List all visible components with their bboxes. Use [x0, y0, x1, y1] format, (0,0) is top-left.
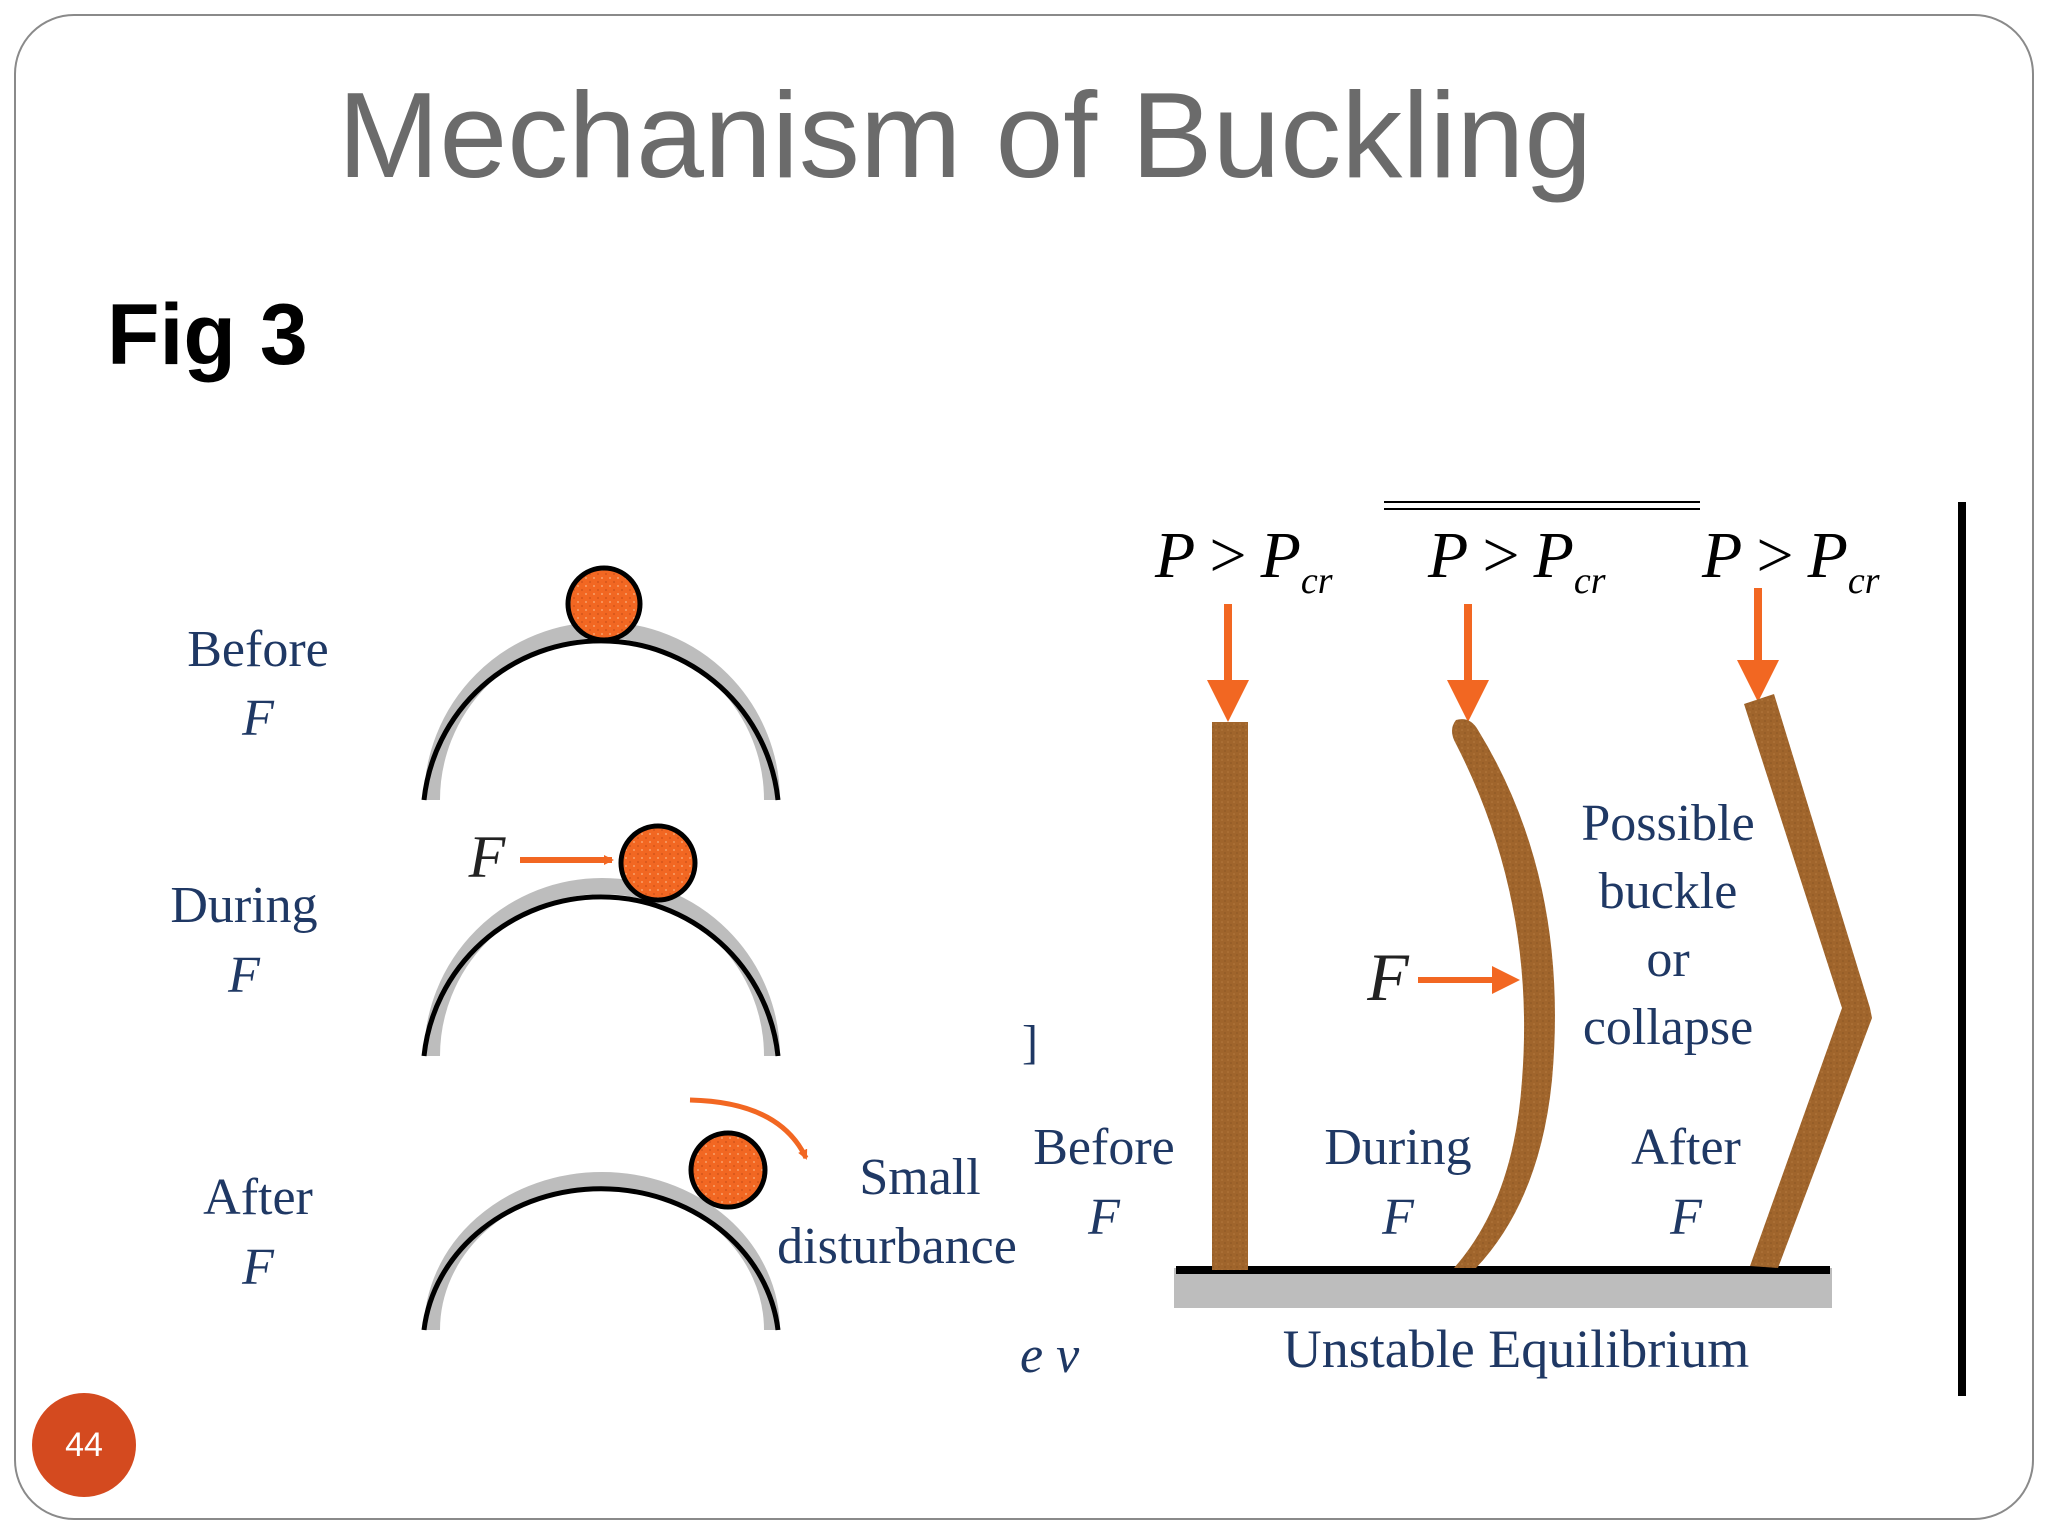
- right-stage-after: After: [1631, 1119, 1741, 1176]
- right-panel: P>Pcr P>Pcr P>Pcr F Possible buckle or c…: [1033, 501, 1966, 1396]
- load-label-1-sub: cr: [1301, 560, 1333, 602]
- left-force-before: F: [241, 690, 275, 747]
- cropped-fragment-1: ]: [1022, 1016, 1038, 1069]
- unstable-equilibrium-caption: Unstable Equilibrium: [1283, 1319, 1749, 1379]
- load-label-3: P>Pcr: [1701, 519, 1880, 602]
- load-label-1-p: P: [1154, 519, 1195, 592]
- note-line-1: Possible: [1581, 795, 1754, 852]
- load-label-3-p: P: [1701, 519, 1742, 592]
- load-arrow-2-head: [1447, 680, 1489, 722]
- page-number-badge: 44: [32, 1393, 136, 1497]
- note-line-2: buckle: [1599, 863, 1738, 920]
- load-label-2-pcr: P: [1533, 519, 1574, 592]
- load-arrow-1-head: [1207, 680, 1249, 722]
- lateral-force-label: F: [1366, 939, 1410, 1015]
- cropped-fragment-2: e ν: [1020, 1327, 1080, 1384]
- load-label-3-op: >: [1756, 519, 1793, 592]
- ball-during: [618, 823, 698, 903]
- load-label-2: P>Pcr: [1427, 519, 1606, 602]
- left-stage-after: After: [203, 1169, 313, 1226]
- lateral-force-arrow-head: [1492, 966, 1520, 994]
- column-straight: [1212, 722, 1248, 1270]
- right-force-after: F: [1669, 1189, 1703, 1246]
- disturbance-label-line2: disturbance: [777, 1218, 1017, 1275]
- load-label-3-sub: cr: [1848, 560, 1880, 602]
- right-stage-before: Before: [1033, 1119, 1174, 1176]
- disturbance-label-line1: Small: [859, 1149, 980, 1206]
- dome-before: [421, 622, 781, 801]
- load-label-3-pcr: P: [1807, 519, 1848, 592]
- column-bowed: [1452, 719, 1555, 1268]
- right-force-before: F: [1087, 1189, 1121, 1246]
- load-label-1-pcr: P: [1260, 519, 1301, 592]
- load-label-2-sub: cr: [1574, 560, 1606, 602]
- left-force-during: F: [227, 947, 261, 1004]
- left-stage-before: Before: [187, 621, 328, 678]
- load-arrow-3-head: [1737, 660, 1779, 702]
- roll-off-arrow: [689, 1097, 809, 1160]
- right-stage-during: During: [1324, 1119, 1471, 1176]
- note-line-4: collapse: [1583, 999, 1753, 1056]
- ground-base: [1174, 1268, 1832, 1308]
- dome-after: [421, 1172, 781, 1331]
- dome-during: [421, 878, 781, 1057]
- figure-label: Fig 3: [107, 287, 308, 383]
- left-panel: Before F F During F After F Small distur…: [170, 565, 1080, 1384]
- push-force-label: F: [468, 824, 507, 890]
- left-force-after: F: [241, 1239, 275, 1296]
- note-line-3: or: [1646, 931, 1689, 988]
- left-stage-during: During: [170, 877, 317, 934]
- load-label-1: P>Pcr: [1154, 519, 1333, 602]
- load-label-2-p: P: [1427, 519, 1468, 592]
- ball-before: [565, 565, 643, 643]
- load-label-1-op: >: [1209, 519, 1246, 592]
- load-label-2-op: >: [1482, 519, 1519, 592]
- ball-after: [688, 1130, 768, 1210]
- right-force-during: F: [1381, 1189, 1415, 1246]
- slide-title: Mechanism of Buckling: [337, 67, 1593, 203]
- column-kinked: [1744, 694, 1872, 1268]
